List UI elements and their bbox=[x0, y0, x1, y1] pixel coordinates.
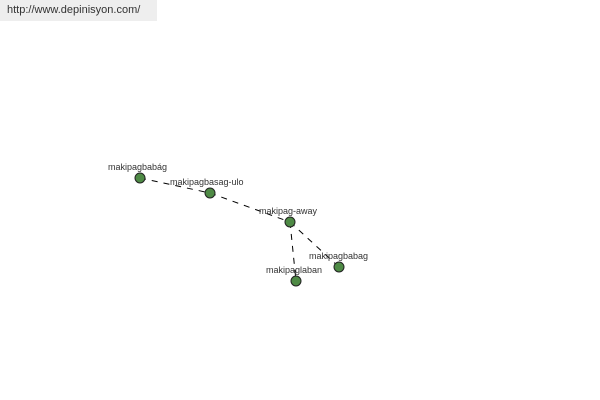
graph-node[interactable] bbox=[284, 216, 296, 228]
node-label[interactable]: makipag-away bbox=[259, 206, 318, 216]
site-url-banner[interactable]: http://www.depinisyon.com/ bbox=[0, 0, 157, 21]
graph-edge bbox=[289, 221, 297, 282]
graph-edge bbox=[209, 192, 291, 223]
node-label[interactable]: makipagbasag-ulo bbox=[170, 177, 244, 187]
graph-node[interactable] bbox=[333, 261, 345, 273]
node-label[interactable]: makipagbabag bbox=[309, 251, 368, 261]
node-label[interactable]: makipaglaban bbox=[266, 265, 322, 275]
graph-node[interactable] bbox=[134, 172, 146, 184]
graph-node[interactable] bbox=[290, 275, 302, 287]
node-label[interactable]: makipagbabág bbox=[108, 162, 167, 172]
graph-node[interactable] bbox=[204, 187, 216, 199]
